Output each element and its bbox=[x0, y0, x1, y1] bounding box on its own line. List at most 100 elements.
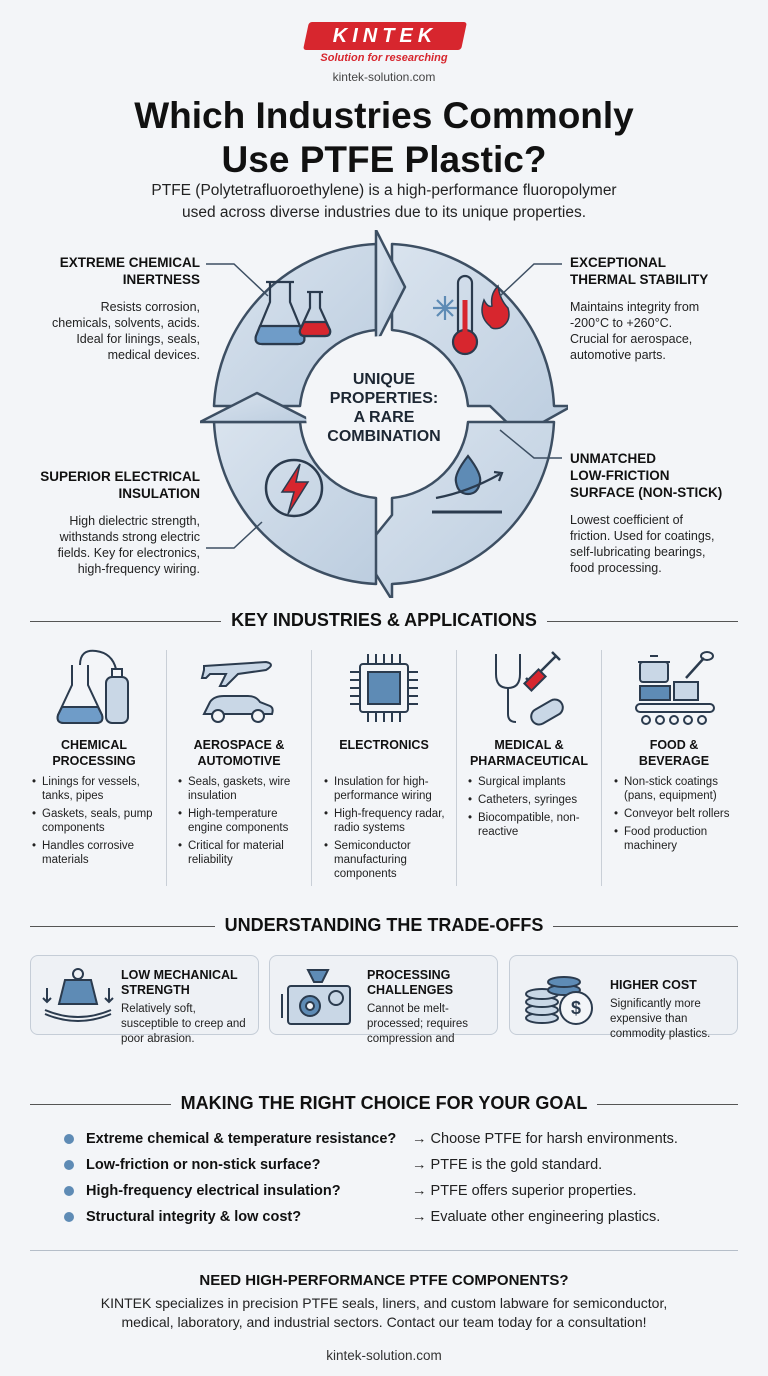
industry-name-electronics: ELECTRONICS bbox=[312, 737, 456, 753]
title-line: CHALLENGES bbox=[367, 983, 454, 997]
property-electrical: SUPERIOR ELECTRICAL INSULATION High diel… bbox=[16, 468, 200, 577]
tradeoffs-heading: UNDERSTANDING THE TRADE-OFFS bbox=[214, 915, 554, 935]
property-title: EXTREME CHEMICAL INERTNESS bbox=[20, 254, 200, 288]
property-text: High dielectric strength, withstands str… bbox=[16, 513, 200, 577]
stethoscope-syringe-icon bbox=[495, 651, 564, 726]
choice-heading: MAKING THE RIGHT CHOICE FOR YOUR GOAL bbox=[170, 1093, 598, 1113]
industry-list-chemical: Linings for vessels, tanks, pipes Gasket… bbox=[30, 775, 164, 871]
subtitle-line: used across diverse industries due to it… bbox=[181, 204, 587, 221]
title-line: PROCESSING bbox=[367, 968, 451, 982]
tradeoff-title: PROCESSING CHALLENGES bbox=[367, 968, 495, 998]
text-line: -200°C to +260°C. bbox=[570, 316, 673, 330]
weight-icon bbox=[42, 968, 114, 1022]
text-line: medical devices. bbox=[107, 348, 200, 362]
choice-row: Structural integrity & low cost? → Evalu… bbox=[62, 1207, 742, 1227]
list-item: Non-stick coatings (pans, equipment) bbox=[612, 775, 752, 803]
choice-answer: → Choose PTFE for harsh environments. bbox=[412, 1131, 678, 1147]
lightning-bolt-icon bbox=[264, 458, 324, 518]
text-line: High dielectric strength, bbox=[69, 514, 200, 528]
tradeoff-card-cost: $ HIGHER COST Significantly more expensi… bbox=[509, 955, 738, 1040]
center-line: COMBINATION bbox=[327, 428, 441, 445]
title-line: INSULATION bbox=[118, 486, 201, 501]
property-text: Resists corrosion, chemicals, solvents, … bbox=[20, 299, 200, 363]
industries-heading-wrap: KEY INDUSTRIES & APPLICATIONS bbox=[30, 610, 738, 631]
tradeoff-card-strength: LOW MECHANICAL STRENGTH Relatively soft,… bbox=[30, 955, 259, 1045]
choice-row: High-frequency electrical insulation? → … bbox=[62, 1181, 742, 1201]
property-text: Lowest coefficient of friction. Used for… bbox=[570, 512, 760, 576]
site-url-top[interactable]: kintek-solution.com bbox=[332, 70, 436, 84]
flask-icon bbox=[254, 280, 332, 346]
title-line: Use PTFE Plastic? bbox=[221, 139, 547, 180]
list-item: High-temperature engine components bbox=[176, 807, 310, 835]
food-production-icon bbox=[635, 651, 715, 725]
tradeoff-title: LOW MECHANICAL STRENGTH bbox=[121, 968, 255, 998]
list-item: Biocompatible, non-reactive bbox=[466, 811, 598, 839]
microchip-icon bbox=[350, 654, 418, 722]
text-line: withstands strong electric bbox=[59, 530, 200, 544]
tradeoffs-heading-wrap: UNDERSTANDING THE TRADE-OFFS bbox=[30, 915, 738, 936]
text-line: fields. Key for electronics, bbox=[57, 546, 200, 560]
column-divider bbox=[311, 650, 312, 886]
bullet-dot-icon bbox=[64, 1160, 74, 1170]
choice-heading-wrap: MAKING THE RIGHT CHOICE FOR YOUR GOAL bbox=[30, 1093, 738, 1114]
tradeoff-card-processing: PROCESSING CHALLENGES Cannot be melt-pro… bbox=[269, 955, 498, 1045]
arrow-head-top bbox=[374, 230, 407, 346]
svg-text:$: $ bbox=[571, 998, 581, 1018]
name-line: MEDICAL & bbox=[494, 738, 564, 752]
choice-answer: → PTFE offers superior properties. bbox=[412, 1183, 637, 1199]
list-item: Handles corrosive materials bbox=[30, 839, 164, 867]
choice-answer: → Evaluate other engineering plastics. bbox=[412, 1209, 661, 1225]
text-line: Resists corrosion, bbox=[100, 300, 200, 314]
tradeoff-text: HIGHER COST Significantly more expensive… bbox=[610, 978, 735, 1042]
properties-cycle-diagram bbox=[200, 230, 568, 598]
industry-name-chemical: CHEMICAL PROCESSING bbox=[22, 737, 166, 769]
chemical-processing-icon bbox=[56, 649, 129, 724]
water-drop-icon bbox=[432, 454, 504, 514]
name-line: BEVERAGE bbox=[638, 754, 710, 768]
column-divider bbox=[456, 650, 457, 886]
name-line: CHEMICAL bbox=[61, 738, 127, 752]
industry-name-medical: MEDICAL & PHARMACEUTICAL bbox=[457, 737, 601, 769]
text-line: Maintains integrity from bbox=[570, 300, 700, 314]
title-line: UNMATCHED bbox=[570, 451, 656, 466]
tradeoff-desc: Significantly more expensive than commod… bbox=[610, 998, 711, 1040]
cta-line: medical, laboratory, and industrial sect… bbox=[121, 1314, 647, 1330]
list-item: Semiconductor manufacturing components bbox=[322, 839, 454, 881]
tradeoff-desc: Relatively soft, susceptible to creep an… bbox=[121, 1003, 246, 1045]
title-line: LOW MECHANICAL bbox=[121, 968, 238, 982]
cta-text: KINTEK specializes in precision PTFE sea… bbox=[40, 1294, 728, 1332]
center-line: PROPERTIES: bbox=[329, 390, 439, 407]
property-friction: UNMATCHED LOW-FRICTION SURFACE (NON-STIC… bbox=[570, 450, 760, 576]
choice-question: Low-friction or non-stick surface? bbox=[86, 1157, 321, 1173]
choice-answer: → PTFE is the gold standard. bbox=[412, 1157, 603, 1173]
text-line: chemicals, solvents, acids. bbox=[52, 316, 200, 330]
cta-heading: NEED HIGH-PERFORMANCE PTFE COMPONENTS? bbox=[199, 1272, 569, 1289]
property-chemical: EXTREME CHEMICAL INERTNESS Resists corro… bbox=[20, 254, 200, 363]
text-line: Ideal for linings, seals, bbox=[76, 332, 200, 346]
name-line: PROCESSING bbox=[52, 754, 136, 768]
choice-question: High-frequency electrical insulation? bbox=[86, 1183, 341, 1199]
logo-tagline: Solution for researching bbox=[320, 52, 448, 64]
name-line: ELECTRONICS bbox=[339, 738, 429, 752]
airplane-car-icon bbox=[200, 660, 274, 723]
industry-list-electronics: Insulation for high-performance wiring H… bbox=[322, 775, 454, 885]
choice-question: Structural integrity & low cost? bbox=[86, 1209, 302, 1225]
industry-list-medical: Surgical implants Catheters, syringes Bi… bbox=[466, 775, 598, 843]
center-line: UNIQUE bbox=[352, 371, 416, 388]
segment-friction bbox=[360, 420, 556, 598]
property-thermal: EXCEPTIONAL THERMAL STABILITY Maintains … bbox=[570, 254, 760, 363]
title-line: SURFACE (NON-STICK) bbox=[570, 485, 723, 500]
list-item: Food production machinery bbox=[612, 825, 752, 853]
gear-machine-icon bbox=[281, 969, 351, 1025]
text-line: Crucial for aerospace, bbox=[570, 332, 693, 346]
name-line: AUTOMOTIVE bbox=[197, 754, 281, 768]
choice-row: Low-friction or non-stick surface? → PTF… bbox=[62, 1155, 742, 1175]
property-title: SUPERIOR ELECTRICAL INSULATION bbox=[16, 468, 200, 502]
bullet-dot-icon bbox=[64, 1134, 74, 1144]
name-line: AEROSPACE & bbox=[193, 738, 285, 752]
list-item: Surgical implants bbox=[466, 775, 598, 789]
name-line: FOOD & bbox=[649, 738, 699, 752]
site-url-footer[interactable]: kintek-solution.com bbox=[326, 1348, 442, 1363]
logo[interactable]: KINTEK bbox=[332, 25, 438, 47]
list-item: Linings for vessels, tanks, pipes bbox=[30, 775, 164, 803]
